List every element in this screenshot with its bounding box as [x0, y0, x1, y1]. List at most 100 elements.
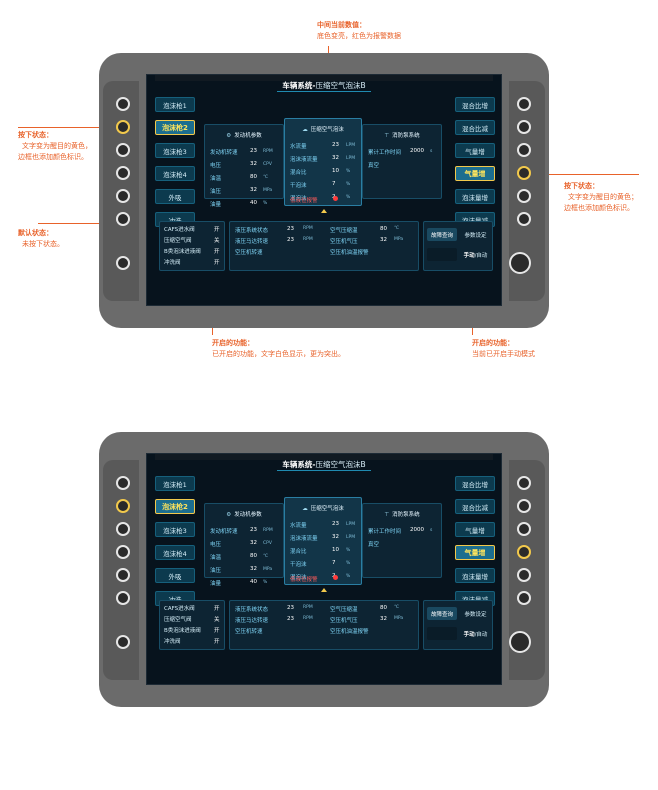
manual-auto-toggle[interactable]: 手动/自动 [460, 627, 491, 640]
soft-button-right-2[interactable]: 混合比减 [455, 499, 495, 514]
param-value: 40 [250, 200, 257, 206]
hardware-key-right-4[interactable] [517, 166, 531, 180]
param-label: 干泡沫 [290, 183, 307, 189]
param-value: 80 [250, 553, 257, 559]
hardware-key-right-4[interactable] [517, 545, 531, 559]
hardware-key-left-4[interactable] [116, 545, 130, 559]
hardware-key-left-6[interactable] [116, 212, 130, 226]
param-value: 2000 [410, 148, 424, 154]
soft-button-right-2[interactable]: 混合比减 [455, 120, 495, 135]
blank-button[interactable] [427, 627, 457, 640]
soft-button-left-1[interactable]: 泡沫枪1 [155, 97, 195, 112]
annotation-desc: 边框也添加颜色标识。 [564, 204, 634, 212]
soft-button-left-4[interactable]: 泡沫枪4 [155, 166, 195, 181]
param-unit: LPM [346, 535, 356, 540]
param-label: 累计工作时间 [368, 529, 402, 535]
hardware-knob-button[interactable] [509, 631, 531, 653]
soft-button-right-1[interactable]: 混合比增 [455, 476, 495, 491]
hardware-key-right-6[interactable] [517, 591, 531, 605]
valve-label: 冲洗阀 [164, 639, 181, 645]
soft-button-left-5[interactable]: 外吸 [155, 189, 195, 204]
hardware-knob-button[interactable] [509, 252, 531, 274]
status-label: 空压机气压 [330, 239, 358, 245]
hardware-key-right-2[interactable] [517, 120, 531, 134]
hardware-key-left-6[interactable] [116, 591, 130, 605]
parameter-settings-button[interactable]: 参数设定 [460, 228, 491, 241]
annotation-left-default: 默认状态： 未按下状态。 [18, 228, 64, 250]
param-unit: % [346, 548, 351, 553]
status-label: 空气压缩温 [330, 228, 358, 234]
soft-button-right-5[interactable]: 泡沫量增 [455, 189, 495, 204]
display-screen: 车辆系统-压缩空气泡沫B 泡沫枪1泡沫枪2泡沫枪3泡沫枪4外吸冲洗 混合比增混合… [146, 74, 502, 306]
soft-button-right-3[interactable]: 气量增 [455, 143, 495, 158]
hardware-key-right-1[interactable] [517, 476, 531, 490]
hardware-key-left-2[interactable] [116, 120, 130, 134]
annotation-desc: 已开启的功能，文字白色显示，更为突出。 [212, 350, 345, 358]
hardware-key-right-1[interactable] [517, 97, 531, 111]
param-label: 发动机转速 [210, 529, 238, 535]
annotation-bottom-left: 开启的功能： 已开启的功能，文字白色显示，更为突出。 [212, 338, 345, 360]
hardware-key-right-6[interactable] [517, 212, 531, 226]
status-row: 空压机转速 [235, 627, 263, 635]
hardware-key-right-3[interactable] [517, 143, 531, 157]
auto-label: /自动 [474, 631, 488, 638]
hardware-key-right-3[interactable] [517, 522, 531, 536]
hardware-key-left-3[interactable] [116, 143, 130, 157]
foam-icon: ☁ [302, 506, 308, 512]
hardware-key-right-5[interactable] [517, 568, 531, 582]
hardware-key-right-2[interactable] [517, 499, 531, 513]
status-unit: ℃ [394, 605, 400, 610]
hardware-key-left-1[interactable] [116, 97, 130, 111]
soft-button-left-2[interactable]: 泡沫枪2 [155, 120, 195, 135]
soft-button-left-3[interactable]: 泡沫枪3 [155, 522, 195, 537]
soft-button-left-4[interactable]: 泡沫枪4 [155, 545, 195, 560]
fault-query-button[interactable]: 故障查询 [427, 607, 457, 620]
mode-panel: 故障查询 参数设定 手动/自动 [423, 221, 493, 271]
hardware-key-left-5[interactable] [116, 568, 130, 582]
hardware-key-left-1[interactable] [116, 476, 130, 490]
annotation-desc: 当前已开启手动模式 [472, 350, 535, 358]
hardware-key-left-7[interactable] [116, 635, 130, 649]
manual-auto-toggle[interactable]: 手动/自动 [460, 248, 491, 261]
pump-icon: ⊤ [384, 512, 390, 518]
annotation-bottom-right: 开启的功能： 当前已开启手动模式 [472, 338, 535, 360]
status-unit: RPM [303, 237, 313, 242]
soft-button-right-3[interactable]: 气量增 [455, 522, 495, 537]
hardware-key-right-5[interactable] [517, 189, 531, 203]
hardware-key-left-4[interactable] [116, 166, 130, 180]
soft-button-right-4[interactable]: 气量增 [455, 166, 495, 181]
hardware-key-left-7[interactable] [116, 256, 130, 270]
param-unit: RPM [263, 528, 273, 533]
soft-button-left-3[interactable]: 泡沫枪3 [155, 143, 195, 158]
soft-button-right-4[interactable]: 气量增 [455, 545, 495, 560]
param-unit: % [263, 580, 268, 585]
soft-button-right-1[interactable]: 混合比增 [455, 97, 495, 112]
soft-button-left-1[interactable]: 泡沫枪1 [155, 476, 195, 491]
hardware-key-left-5[interactable] [116, 189, 130, 203]
parameter-settings-button[interactable]: 参数设定 [460, 607, 491, 620]
control-device: 车辆系统-压缩空气泡沫B 泡沫枪1泡沫枪2泡沫枪3泡沫枪4外吸冲洗 混合比增混合… [99, 432, 549, 707]
soft-button-right-5[interactable]: 泡沫量增 [455, 568, 495, 583]
valve-label: CAFS进水阀 [164, 227, 195, 233]
soft-button-left-5[interactable]: 外吸 [155, 568, 195, 583]
screen-title: 车辆系统-压缩空气泡沫B [282, 81, 366, 90]
param-value: 32 [250, 187, 257, 193]
blank-button[interactable] [427, 248, 457, 261]
hardware-key-left-3[interactable] [116, 522, 130, 536]
hardware-key-left-2[interactable] [116, 499, 130, 513]
foam-icon: ☁ [302, 127, 308, 133]
fault-query-button[interactable]: 故障查询 [427, 228, 457, 241]
soft-button-left-2[interactable]: 泡沫枪2 [155, 499, 195, 514]
annotation-title: 按下状态： [564, 182, 599, 190]
